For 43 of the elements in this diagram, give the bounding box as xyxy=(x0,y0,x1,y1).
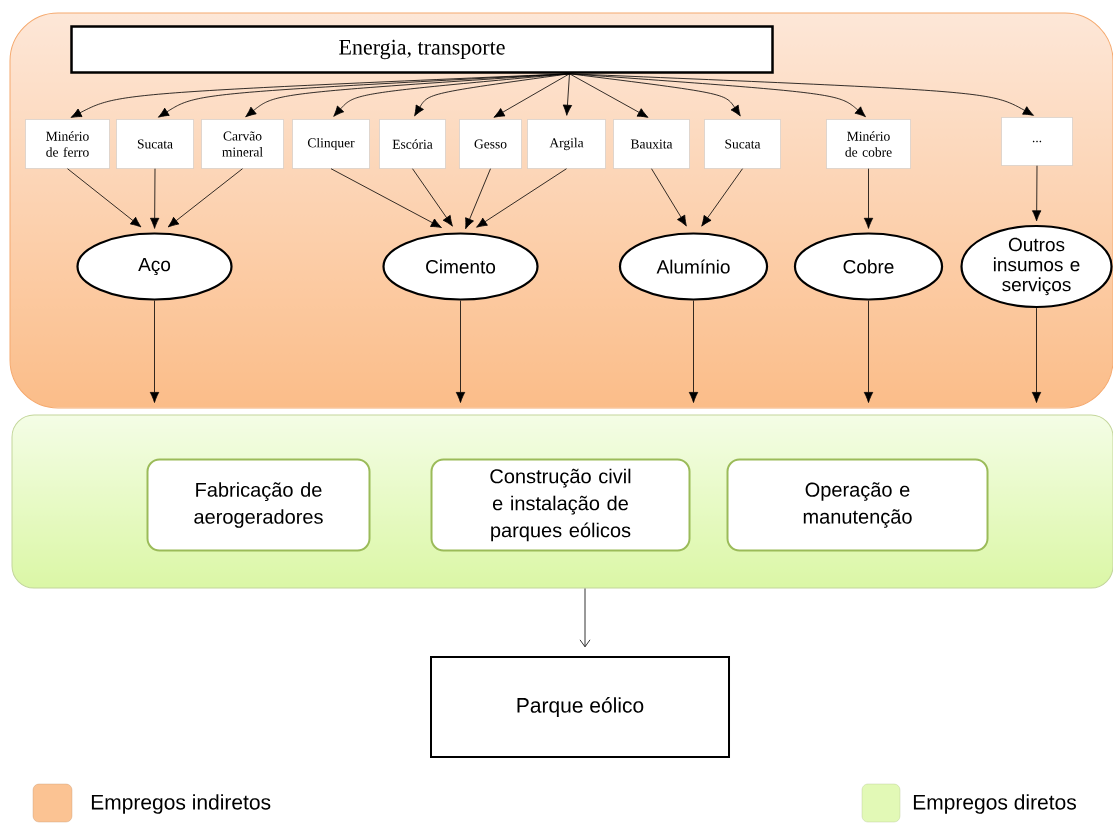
arrow xyxy=(569,73,1034,116)
arrow xyxy=(465,168,491,230)
input-box: ... xyxy=(1001,117,1073,166)
input-box: Argila xyxy=(527,119,606,169)
result-box: Parque eólico xyxy=(430,656,730,758)
arrow xyxy=(569,73,649,118)
arrow xyxy=(1031,307,1042,403)
arrow xyxy=(414,73,570,117)
arrow xyxy=(579,588,591,648)
arrow xyxy=(149,300,160,403)
arrow xyxy=(688,300,699,403)
legend-label: Empregos diretos xyxy=(913,794,1076,814)
process-box: Energia, transporte xyxy=(70,25,774,74)
activity-box: Fabricação de aerogeradores xyxy=(146,458,371,552)
arrow xyxy=(863,300,874,403)
arrow xyxy=(455,300,466,403)
input-box: Bauxita xyxy=(613,119,690,169)
arrow xyxy=(569,73,741,117)
arrow xyxy=(651,168,687,227)
input-box: Escória xyxy=(379,119,446,169)
input-box: Gesso xyxy=(459,119,522,169)
arrow xyxy=(569,73,866,118)
input-box: Minério de ferro xyxy=(25,119,110,169)
arrow xyxy=(863,168,874,229)
input-box: Sucata xyxy=(116,119,194,169)
arrow xyxy=(1032,165,1042,222)
arrow xyxy=(67,168,142,228)
activity-box: Construção civil e instalação de parques eólicos xyxy=(430,458,691,552)
input-box: Carvão mineral xyxy=(201,119,284,169)
input-box: Clinquer xyxy=(292,119,370,169)
input-box: Minério de cobre xyxy=(826,119,911,169)
arrow xyxy=(476,168,567,228)
arrow xyxy=(493,73,570,118)
arrow xyxy=(150,168,160,229)
arrow xyxy=(330,168,442,228)
arrow xyxy=(701,168,743,227)
arrow xyxy=(562,73,573,116)
activity-box: Operação e manutenção xyxy=(726,458,989,552)
input-box: Sucata xyxy=(704,119,781,169)
legend-label: Empregos indiretos xyxy=(91,794,271,814)
arrow xyxy=(412,168,453,227)
arrow xyxy=(167,168,243,228)
arrow xyxy=(333,73,570,117)
